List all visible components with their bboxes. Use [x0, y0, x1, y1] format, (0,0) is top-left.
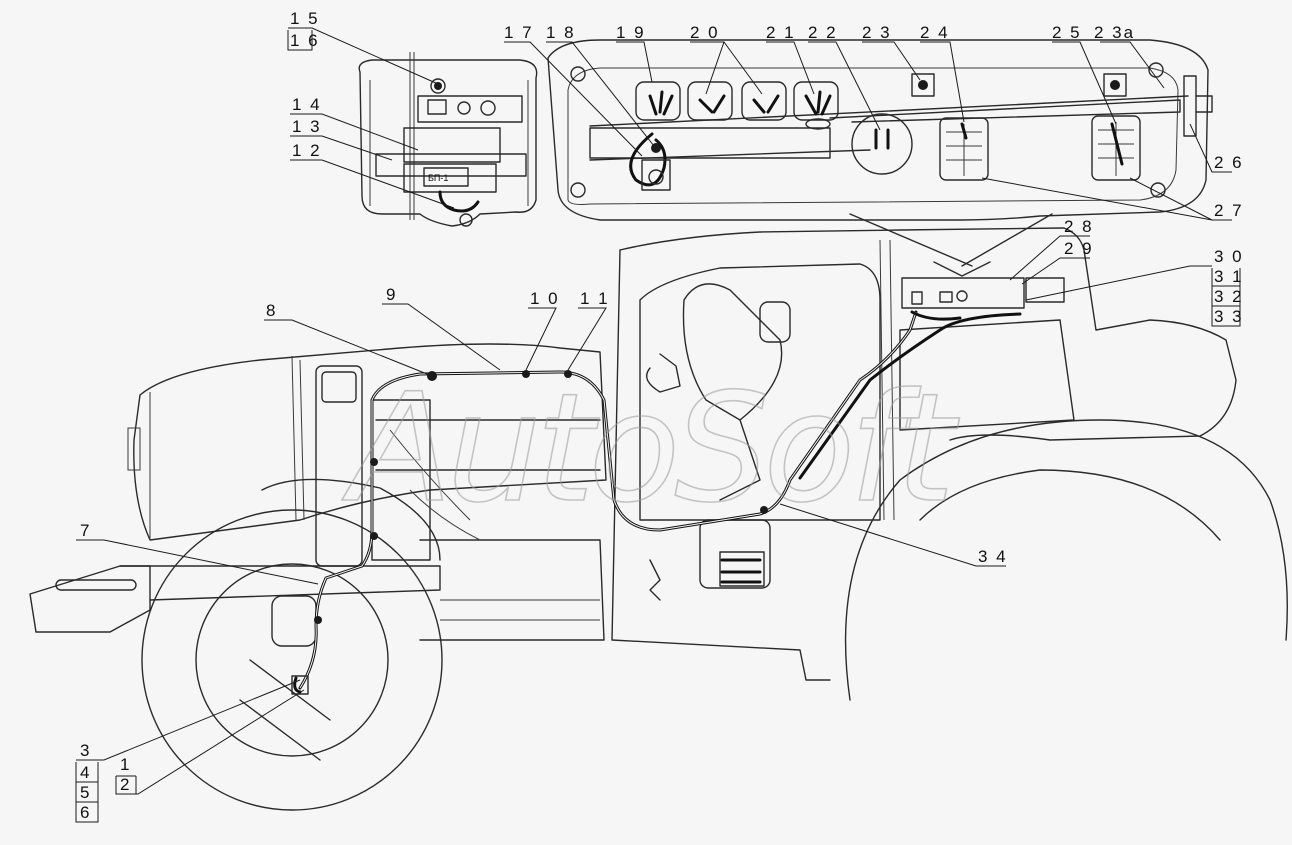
callout-20: 2 0 [690, 23, 720, 42]
callout-28: 2 8 [1064, 217, 1094, 236]
callout-34: 3 4 [978, 547, 1008, 566]
lamp-housing-20b [741, 81, 787, 121]
callout-23a: 2 3а [1094, 23, 1135, 42]
callout-22: 2 2 [808, 23, 838, 42]
callout-12: 1 2 [292, 141, 322, 160]
cab-control-box [849, 213, 1065, 309]
callout-8: 8 [266, 301, 277, 320]
callout-15: 1 5 [290, 9, 320, 28]
callout-18: 1 8 [546, 23, 576, 42]
callout-21: 2 1 [766, 23, 796, 42]
callout-24: 2 4 [920, 23, 950, 42]
callout-17: 1 7 [504, 23, 534, 42]
callout-11: 1 1 [580, 289, 610, 308]
callout-33: 3 3 [1214, 307, 1244, 326]
callout-14: 1 4 [292, 95, 322, 114]
callout-29: 2 9 [1064, 239, 1094, 258]
callout-10: 1 0 [530, 289, 560, 308]
callout-2: 2 [120, 775, 131, 794]
callout-19: 1 9 [616, 23, 646, 42]
callout-5: 5 [80, 783, 91, 802]
callout-27: 2 7 [1214, 201, 1244, 220]
wire-harness [291, 310, 1022, 695]
lamp-housing-20a [687, 81, 733, 121]
callout-1: 1 [120, 755, 131, 774]
callout-26: 2 6 [1214, 153, 1244, 172]
callout-16: 1 6 [290, 31, 320, 50]
callout-3: 3 [80, 741, 91, 760]
callout-23: 2 3 [862, 23, 892, 42]
instrument-panel-inset: БП-1 [358, 52, 538, 227]
callout-7: 7 [80, 521, 91, 540]
panel-badge: БП-1 [428, 173, 448, 183]
callout-31: 3 1 [1214, 267, 1244, 286]
callout-25: 2 5 [1052, 23, 1082, 42]
callout-numbers: 1 5 1 6 1 4 1 3 1 2 1 7 1 8 1 9 2 0 2 1 … [75, 9, 1244, 823]
lamp-housing-19 [635, 81, 681, 121]
callout-6: 6 [80, 803, 91, 822]
lamp-housing-21 [793, 81, 839, 130]
callout-30: 3 0 [1214, 247, 1244, 266]
callout-32: 3 2 [1214, 287, 1244, 306]
dashboard-strip-inset [547, 39, 1213, 221]
callout-9: 9 [386, 285, 397, 304]
callout-4: 4 [80, 763, 91, 782]
watermark: AutoSoft [342, 362, 960, 536]
callout-13: 1 3 [292, 117, 322, 136]
